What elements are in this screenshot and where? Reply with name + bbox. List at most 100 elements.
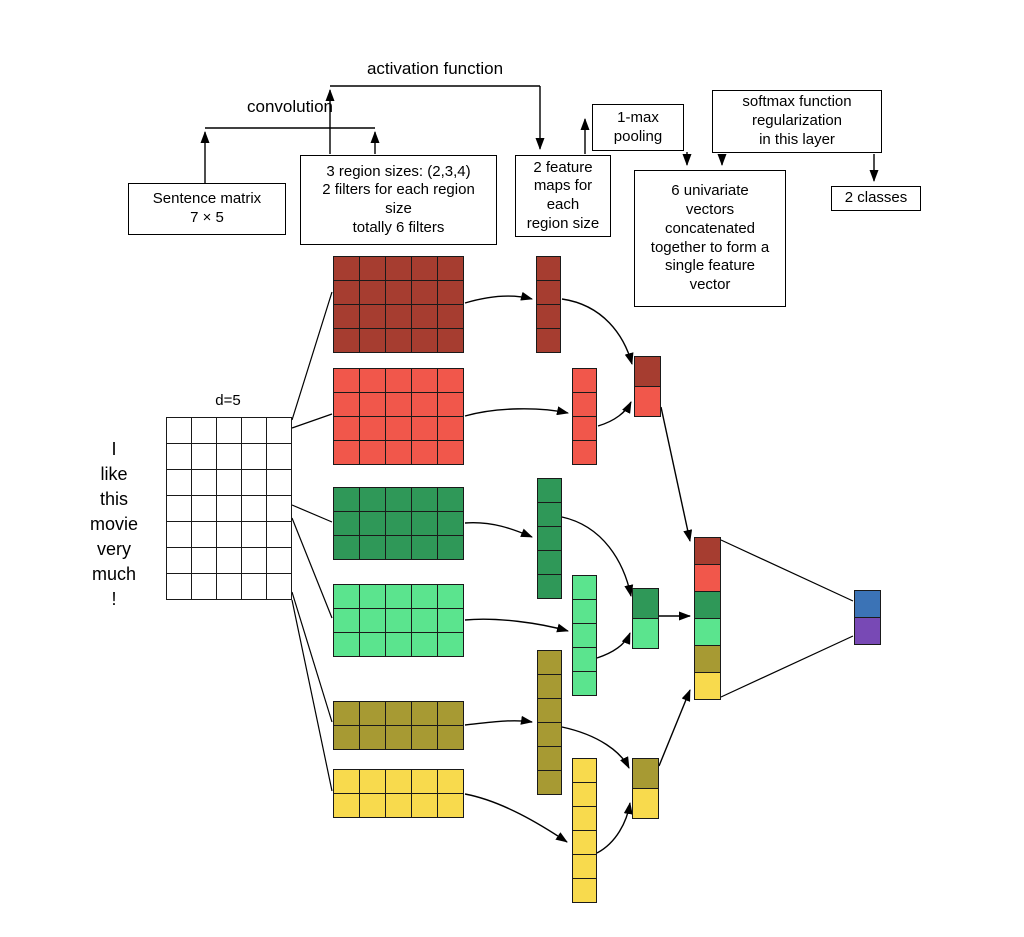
filter-region2-a-cell — [437, 701, 464, 726]
featuremap-region3-b-cell — [572, 623, 597, 648]
filter-region3-a-cell — [437, 487, 464, 512]
filter-region2-b-cell — [411, 769, 438, 794]
featuremap-region4-a-cell — [536, 328, 561, 353]
featuremap-region3-a-cell — [537, 526, 562, 551]
sentence-matrix-grid-cell — [166, 495, 192, 522]
sentence-matrix-grid-cell — [191, 547, 217, 574]
featuremap-region3-a-cell — [537, 502, 562, 527]
featuremap-region4-b-cell — [572, 416, 597, 441]
filter-region3-b-cell — [385, 584, 412, 609]
sentence-matrix-grid-cell — [166, 443, 192, 470]
featuremap-to-pooled-arrow-5 — [561, 726, 630, 769]
filter-region4-a-cell — [437, 328, 464, 353]
filter-region2-a-cell — [411, 725, 438, 750]
filter-region3-b-cell — [359, 632, 386, 657]
pooled-to-vector-arrow-3 — [658, 689, 691, 767]
featuremap-region4-a-cell — [536, 256, 561, 281]
filter-region2-b-cell — [359, 769, 386, 794]
filter-region3-b-cell — [359, 584, 386, 609]
filter-region3-a-cell — [333, 535, 360, 560]
filter-region4-b — [333, 368, 464, 465]
featuremap-region3-b — [572, 575, 597, 696]
sentence-matrix-box: Sentence matrix 7 × 5 — [128, 183, 286, 235]
filter-region3-a-cell — [385, 487, 412, 512]
sentence-matrix-grid-cell — [241, 417, 267, 444]
filter-region3-b-cell — [411, 608, 438, 633]
filter-region4-a-cell — [385, 256, 412, 281]
filter-region3-b-cell — [385, 608, 412, 633]
pooled-region3 — [632, 588, 659, 649]
filter-region2-b-cell — [333, 793, 360, 818]
sentence-matrix-grid-cell — [266, 521, 292, 548]
pooled-region4-cell — [634, 356, 661, 387]
feature-vector-cell — [694, 672, 721, 700]
filter-region4-b-cell — [385, 392, 412, 417]
matrix-to-filter-line-4 — [291, 517, 333, 619]
sentence-matrix-grid-cell — [241, 443, 267, 470]
sentence-matrix-grid-cell — [191, 469, 217, 496]
filter-to-featuremap-arrow-1 — [464, 291, 533, 304]
filter-region4-b-cell — [411, 368, 438, 393]
filter-region4-a-cell — [411, 304, 438, 329]
pooled-region4-cell — [634, 386, 661, 417]
two-classes-box: 2 classes — [831, 186, 921, 211]
featuremap-region3-a-cell — [537, 574, 562, 599]
sentence-word: movie — [89, 514, 138, 534]
filter-region3-a-cell — [437, 535, 464, 560]
feature-vector-cell — [694, 645, 721, 673]
filter-region3-b-cell — [385, 632, 412, 657]
filter-region3-b-cell — [411, 632, 438, 657]
matrix-to-filter-line-1 — [291, 291, 333, 421]
pooled-region2-cell — [632, 758, 659, 789]
filter-region4-a-cell — [437, 256, 464, 281]
sentence-matrix-grid-cell — [166, 417, 192, 444]
sentence-matrix-grid-cell — [166, 547, 192, 574]
filter-region3-a-cell — [385, 535, 412, 560]
sentence-matrix-grid-cell — [241, 521, 267, 548]
pooled-region4 — [634, 356, 661, 417]
sentence-word: ! — [111, 589, 117, 609]
vector-to-output-line-2 — [720, 635, 854, 698]
filter-region2-a-cell — [385, 725, 412, 750]
featuremap-region4-a — [536, 256, 561, 353]
filter-region3-a-cell — [411, 511, 438, 536]
filter-region4-a-cell — [385, 304, 412, 329]
filter-region4-b-cell — [359, 416, 386, 441]
pooled-to-vector-arrow-1 — [660, 406, 693, 542]
filter-region4-b-cell — [385, 416, 412, 441]
featuremap-region2-b-cell — [572, 806, 597, 831]
filter-region2-a-cell — [385, 701, 412, 726]
sentence-matrix-grid-cell — [241, 469, 267, 496]
featuremap-region3-a — [537, 478, 562, 599]
sentence-matrix-grid-cell — [191, 417, 217, 444]
sentence-matrix-grid-cell — [266, 547, 292, 574]
sentence-matrix-grid-cell — [191, 443, 217, 470]
output-classes — [854, 590, 881, 645]
filter-region4-b-cell — [385, 368, 412, 393]
softmax-box: softmax function regularization in this … — [712, 90, 882, 153]
filter-region2-a-cell — [333, 701, 360, 726]
filter-to-featuremap-arrow-6 — [464, 793, 568, 843]
filter-region2-b-cell — [359, 793, 386, 818]
filter-region4-b-cell — [385, 440, 412, 465]
pooled-region3-cell — [632, 588, 659, 619]
filter-region3-a — [333, 487, 464, 560]
filter-region4-b-cell — [411, 440, 438, 465]
sentence-matrix-grid-cell — [266, 443, 292, 470]
filter-region2-b-cell — [333, 769, 360, 794]
pooled-region2-cell — [632, 788, 659, 819]
filter-region4-a-cell — [411, 280, 438, 305]
featuremap-region2-b — [572, 758, 597, 903]
filter-region4-a-cell — [385, 280, 412, 305]
featuremap-region4-b-cell — [572, 440, 597, 465]
featuremap-region2-a-cell — [537, 746, 562, 771]
filter-region3-a-cell — [385, 511, 412, 536]
filter-region4-a — [333, 256, 464, 353]
filter-region4-a-cell — [411, 256, 438, 281]
filter-region3-b-cell — [333, 584, 360, 609]
feature-vector-cell — [694, 591, 721, 619]
filter-region2-a-cell — [359, 725, 386, 750]
sentence-matrix-grid-cell — [266, 495, 292, 522]
filter-region3-b-cell — [437, 584, 464, 609]
